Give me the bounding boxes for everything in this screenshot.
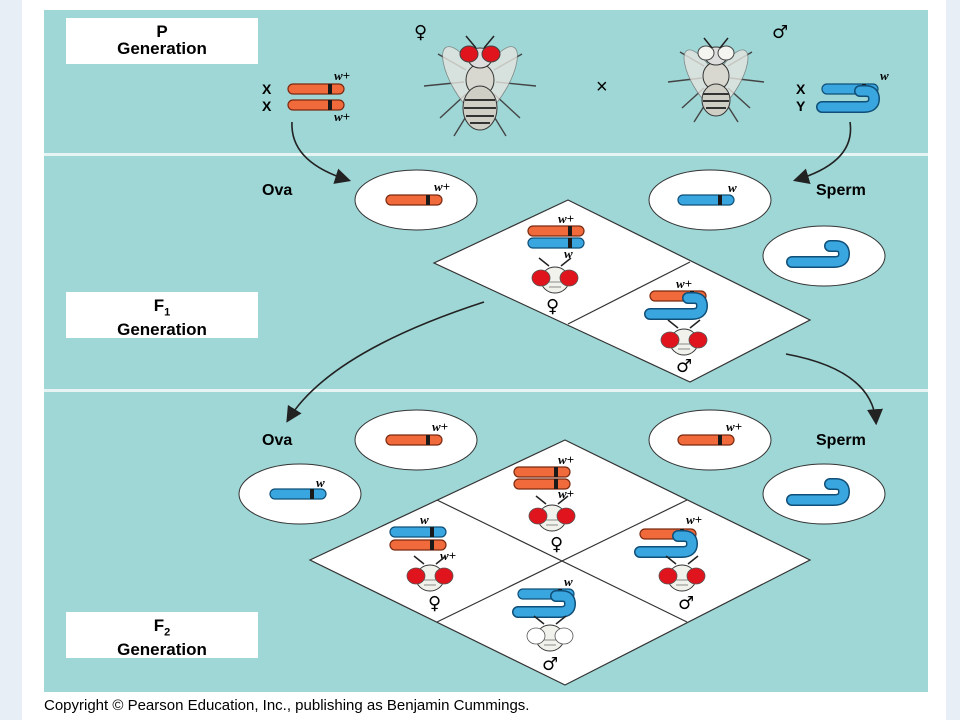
chromosome-icon: [287, 83, 345, 95]
p-label-line2: Generation: [117, 39, 207, 58]
chromosome-icon: [385, 434, 443, 446]
f1-ovum: w+: [354, 169, 478, 231]
f1-female-offspring: w+ w ♀: [527, 211, 585, 317]
allele-w-plus: w+: [726, 419, 742, 434]
f2-sperm-y: [762, 463, 886, 525]
f2-ovum-w-plus: w+: [354, 409, 478, 471]
y-label: Y: [796, 98, 806, 114]
chromosome-icon: [677, 194, 735, 206]
ova-label-f2: Ova: [262, 432, 293, 449]
female-fly-icon: [423, 35, 537, 137]
allele-w: w: [316, 475, 325, 490]
allele-w-plus: w+: [676, 276, 692, 291]
separator-f1-f2: [44, 389, 928, 392]
allele-w: w: [880, 68, 889, 83]
allele-w-plus: w+: [558, 211, 574, 226]
x-label: X: [796, 81, 806, 97]
allele-w: w: [728, 180, 737, 195]
male-symbol: ♂: [542, 654, 558, 675]
female-symbol: ♀: [428, 593, 441, 614]
f2-label-f: F: [153, 616, 165, 635]
allele-w-plus: w+: [686, 512, 702, 527]
cross-symbol: ×: [596, 76, 608, 98]
f2-female-carrier-offspring: w w+ ♀: [389, 512, 456, 614]
male-symbol: ♂: [676, 356, 692, 377]
f2-ovum-w: w: [238, 463, 362, 525]
sperm-label-f2: Sperm: [816, 432, 866, 449]
chromosome-icon: [385, 194, 443, 206]
f2-female-red-offspring: w+ w+ ♀: [513, 452, 576, 555]
allele-w-plus: w+: [334, 68, 350, 83]
male-symbol: ♂: [678, 593, 694, 614]
x-label: X: [262, 81, 272, 97]
arrow-icon: [286, 301, 485, 423]
arrow-icon: [785, 353, 883, 426]
ova-label-f1: Ova: [262, 182, 293, 199]
female-symbol: ♀: [414, 22, 427, 43]
f1-label-line2: Generation: [117, 320, 207, 340]
chromosome-icon: [527, 237, 585, 249]
female-symbol: ♀: [546, 296, 559, 317]
right-border: [946, 0, 960, 720]
chromosome-icon: [527, 225, 585, 237]
copyright-text: Copyright © Pearson Education, Inc., pub…: [44, 697, 530, 714]
f2-male-red-offspring: w+ ♂: [640, 512, 706, 614]
f1-male-offspring: w+ ♂: [650, 276, 707, 377]
arrow-icon: [792, 121, 852, 184]
p-female-genotype: X X w+ w+: [262, 68, 350, 124]
allele-w-plus: w+: [558, 452, 574, 467]
f1-punnett-square: [432, 199, 812, 383]
arrow-icon: [291, 121, 352, 184]
chromosome-icon: [269, 488, 327, 500]
chromosome-icon: [389, 539, 447, 551]
chromosome-icon: [513, 466, 571, 478]
f2-generation-label: F2 Generation: [66, 612, 258, 658]
allele-w-plus: w+: [440, 548, 456, 563]
f2-male-white-offspring: w ♂: [518, 574, 574, 675]
chromosome-icon: [389, 526, 447, 538]
p-male-genotype: X Y w: [796, 68, 889, 114]
f1-label-f: F: [153, 296, 165, 315]
p-generation-label: P Generation: [66, 18, 258, 64]
allele-w-plus: w+: [334, 109, 350, 124]
f1-generation-label: F1 Generation: [66, 292, 258, 338]
f1-sperm-y: [762, 225, 886, 287]
female-symbol: ♀: [550, 534, 563, 555]
allele-w: w: [564, 574, 573, 589]
f1-label-sub: 1: [164, 306, 171, 319]
p-label-line1: P: [156, 22, 168, 41]
left-border: [0, 0, 22, 720]
male-symbol: ♂: [772, 22, 788, 43]
x-label: X: [262, 98, 272, 114]
separator-p-f1: [44, 153, 928, 156]
f1-sperm-x: w: [648, 169, 772, 231]
allele-w: w: [420, 512, 429, 527]
allele-w-plus: w+: [434, 179, 450, 194]
allele-w-plus: w+: [432, 419, 448, 434]
f2-label-line2: Generation: [117, 640, 207, 660]
allele-w-plus: w+: [558, 486, 574, 501]
f2-punnett-square: [308, 439, 812, 686]
f2-label-sub: 2: [164, 626, 171, 639]
allele-w: w: [564, 246, 573, 261]
chromosome-icon: [677, 434, 735, 446]
sperm-label-f1: Sperm: [816, 182, 866, 199]
f2-sperm-x: w+: [648, 409, 772, 471]
male-fly-icon: [667, 37, 765, 123]
